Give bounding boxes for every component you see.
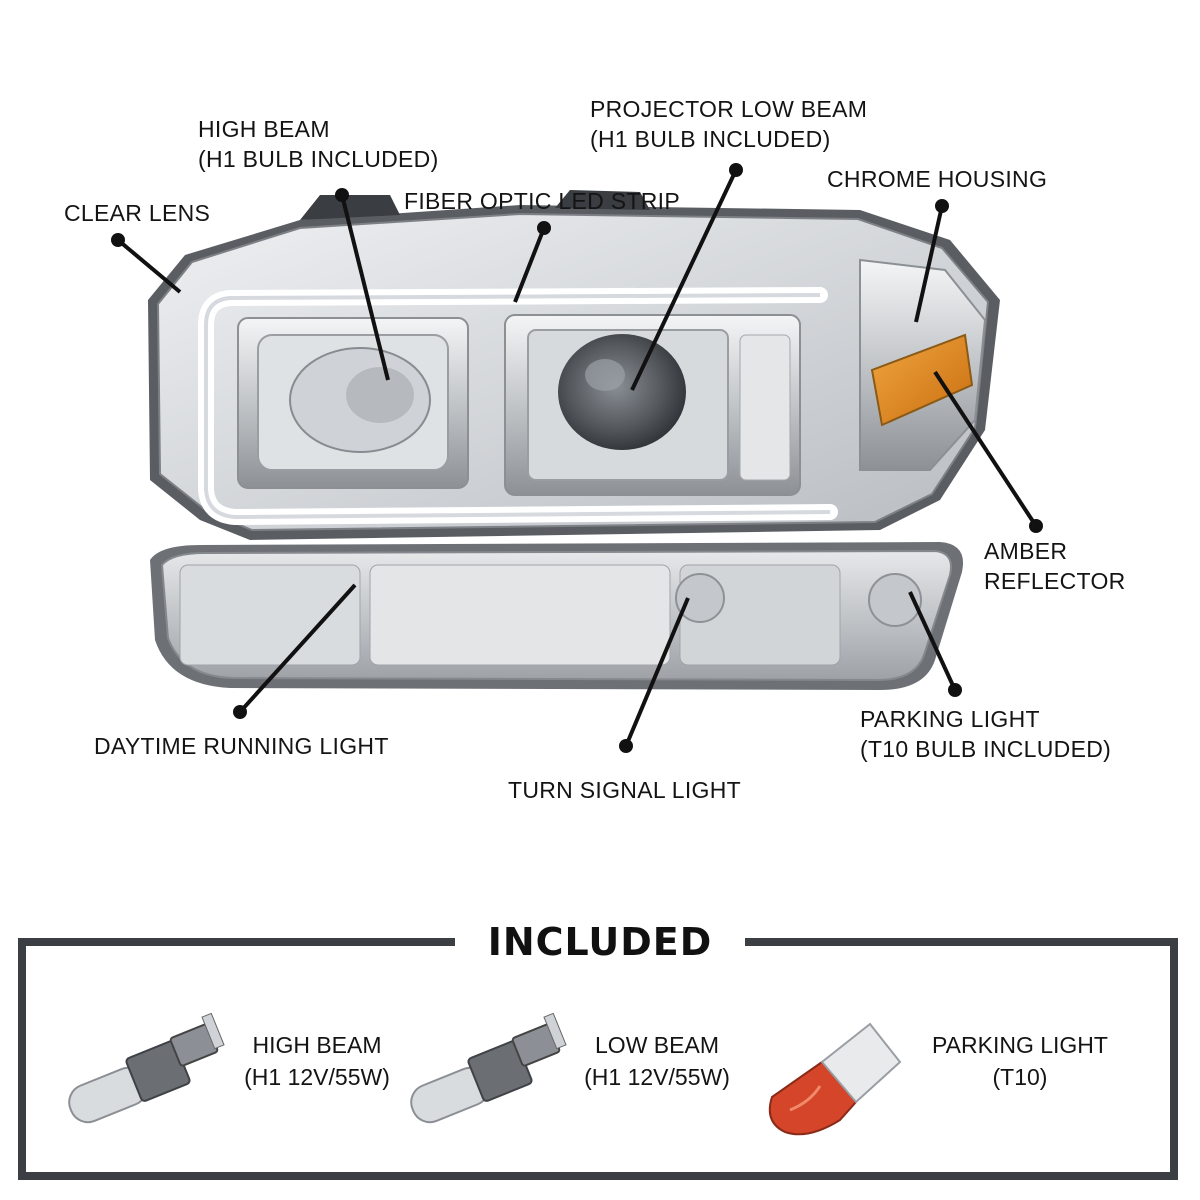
parking-label-line2: (T10 BULB INCLUDED) [860,736,1112,762]
clear-lens-label: CLEAR LENS [64,200,211,226]
included-item-low-beam: LOW BEAM (H1 12V/55W) [572,1029,742,1093]
turn-signal-label: TURN SIGNAL LIGHT [508,777,741,803]
callout-lines [111,163,1043,753]
high-beam-label-line2: (H1 BULB INCLUDED) [198,146,439,172]
parking-label-line1: PARKING LIGHT [860,706,1040,732]
projector-label-line1: PROJECTOR LOW BEAM [590,96,868,122]
included-title: INCLUDED [455,912,745,972]
h1-bulb-icon [410,1012,567,1124]
included-item-line2: (H1 12V/55W) [244,1064,390,1090]
included-item-line2: (H1 12V/55W) [584,1064,730,1090]
included-item-parking-light: PARKING LIGHT (T10) [920,1029,1120,1093]
headlight-illustration [111,163,1043,753]
included-item-line1: HIGH BEAM [252,1032,382,1058]
amber-label-line2: REFLECTOR [984,568,1126,594]
projector-label-line2: (H1 BULB INCLUDED) [590,126,831,152]
amber-reflector [870,333,974,427]
high-beam-label-line1: HIGH BEAM [198,116,330,142]
headlamp [148,190,1000,540]
projector-low-beam-label: PROJECTOR LOW BEAM (H1 BULB INCLUDED) [590,94,867,154]
parking-light-label: PARKING LIGHT (T10 BULB INCLUDED) [860,704,1111,764]
fiber-optic-label: FIBER OPTIC LED STRIP [404,188,680,214]
included-item-line1: LOW BEAM [595,1032,719,1058]
included-item-high-beam: HIGH BEAM (H1 12V/55W) [232,1029,402,1093]
h1-bulb-icon [68,1012,225,1124]
daytime-running-light-label: DAYTIME RUNNING LIGHT [94,733,389,759]
chrome-housing-label: CHROME HOUSING [827,166,1048,192]
included-item-line2: (T10) [992,1064,1048,1090]
t10-bulb-icon [768,1022,902,1136]
amber-reflector-label: AMBER REFLECTOR [984,536,1126,596]
amber-label-line1: AMBER [984,538,1068,564]
included-item-line1: PARKING LIGHT [932,1032,1108,1058]
bumper-lamp [150,542,964,690]
high-beam-label: HIGH BEAM (H1 BULB INCLUDED) [198,114,439,174]
